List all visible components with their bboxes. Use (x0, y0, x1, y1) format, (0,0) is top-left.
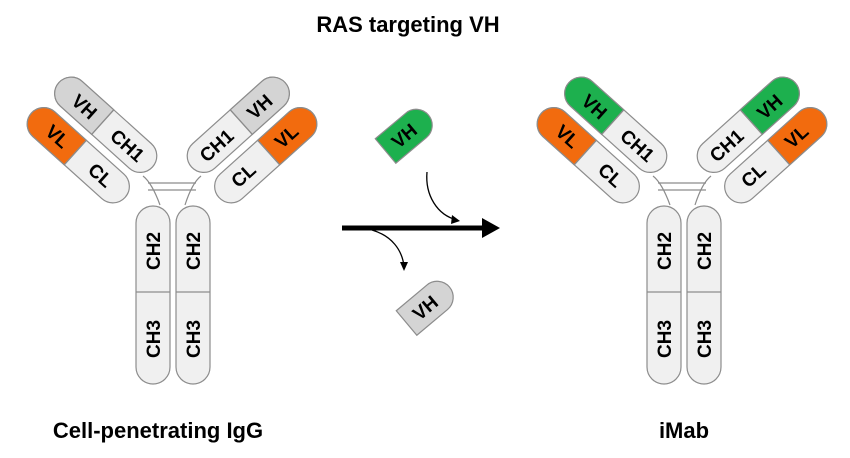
curved-arrow-out (371, 229, 405, 267)
curved-arrow-in-head (451, 215, 460, 224)
reaction-arrowhead (482, 218, 500, 238)
ch2-label: CH2 (144, 232, 165, 270)
ch3-label: CH3 (695, 320, 716, 358)
ch3-label: CH3 (144, 320, 165, 358)
left-antibody-hinge (142, 175, 202, 206)
domain-swap: VH VH (342, 108, 500, 337)
left-antibody-right-arm: VH CH1 VL CL (186, 76, 318, 204)
left-antibody-stem: CH2 CH3 CH2 CH3 (135, 205, 211, 385)
ch3-label: CH3 (184, 320, 205, 358)
ch3-label: CH3 (655, 320, 676, 358)
left-antibody-caption: Cell-penetrating IgG (53, 418, 263, 443)
ch2-label: CH2 (655, 232, 676, 270)
ch2-label: CH2 (695, 232, 716, 270)
curved-arrow-in (426, 171, 458, 221)
diagram-title: RAS targeting VH (316, 12, 499, 37)
right-antibody-hinge (652, 175, 712, 206)
right-antibody-left-arm: VH CH1 VL CL (536, 76, 668, 204)
right-antibody-right-arm: VH CH1 VL CL (696, 76, 828, 204)
right-antibody: VH CH1 VL CL VH CH1 VL CL CH2 CH3 CH2 CH… (536, 76, 828, 443)
left-antibody-left-arm: VH CH1 VL CL (26, 76, 158, 204)
left-antibody: VH CH1 VL CL VH CH1 VL CL CH2 CH3 CH2 (26, 76, 318, 443)
curved-arrow-out-head (400, 262, 408, 271)
right-antibody-stem: CH2 CH3 CH2 CH3 (646, 205, 722, 385)
ch2-label: CH2 (184, 232, 205, 270)
outgoing-vh-domain: VH (395, 280, 454, 337)
right-antibody-caption: iMab (659, 418, 709, 443)
incoming-vh-domain: VH (374, 108, 433, 165)
